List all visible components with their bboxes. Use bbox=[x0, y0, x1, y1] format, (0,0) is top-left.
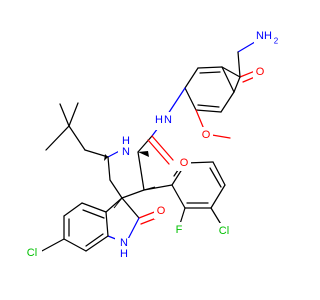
svg-text:O: O bbox=[157, 205, 166, 217]
svg-text:H: H bbox=[155, 114, 163, 126]
chlorine-left-label: Cl bbox=[22, 245, 42, 261]
svg-text:N: N bbox=[120, 237, 128, 249]
svg-text:O: O bbox=[180, 157, 189, 169]
chlorine-right-label: Cl bbox=[214, 223, 234, 239]
oxindole-oxygen-label: O bbox=[154, 203, 168, 219]
svg-text:H: H bbox=[122, 135, 130, 147]
svg-text:F: F bbox=[176, 224, 183, 236]
svg-text:2: 2 bbox=[274, 37, 279, 46]
svg-text:N: N bbox=[164, 114, 172, 126]
svg-text:H: H bbox=[120, 248, 128, 260]
svg-text:Cl: Cl bbox=[219, 225, 229, 237]
stereo-bonds bbox=[104, 151, 156, 209]
atom-labels: NH 2 O N H O O H N O bbox=[22, 26, 279, 261]
linker-oxygen-label: O bbox=[177, 155, 191, 171]
svg-text:Cl: Cl bbox=[27, 247, 37, 259]
molecule-structure: NH 2 O N H O O H N O bbox=[22, 26, 279, 261]
svg-text:O: O bbox=[256, 66, 265, 78]
amide-nh2-label: NH 2 bbox=[254, 26, 279, 46]
ring-nh-label: H N bbox=[118, 135, 134, 158]
svg-text:N: N bbox=[122, 146, 130, 158]
svg-text:O: O bbox=[202, 129, 211, 141]
linker-nh-label: N H bbox=[155, 112, 174, 130]
amide-oxygen-label: O bbox=[253, 64, 267, 80]
methoxy-oxygen-label: O bbox=[199, 127, 213, 143]
svg-text:NH: NH bbox=[256, 30, 272, 42]
bond-lines bbox=[39, 38, 263, 253]
oxindole-nh-label: N H bbox=[115, 237, 133, 260]
fluorine-label: F bbox=[172, 222, 186, 238]
